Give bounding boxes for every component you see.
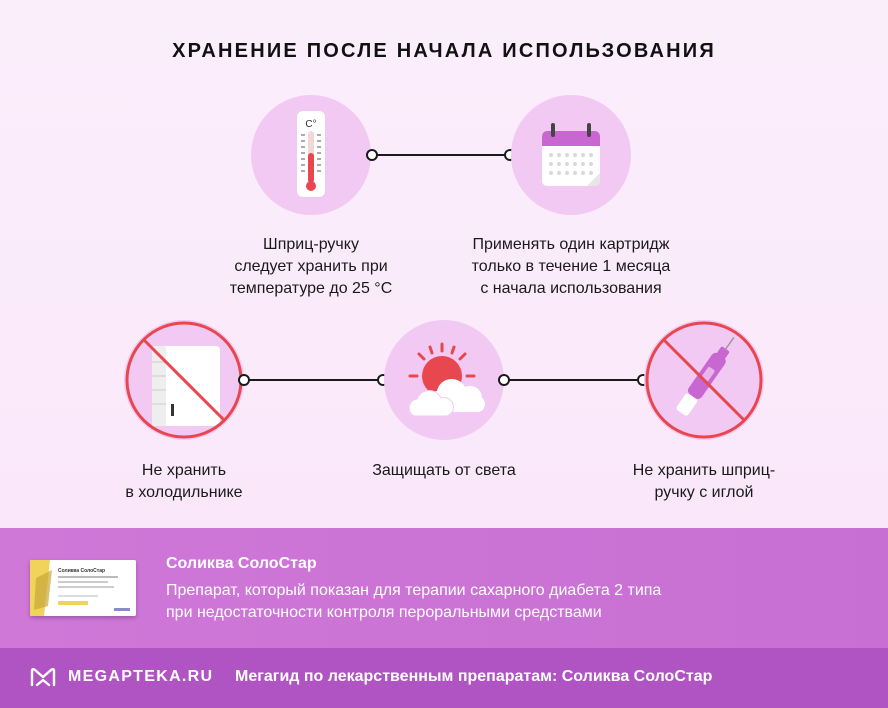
product-description-line: при недостаточности контроля пероральным… bbox=[166, 604, 602, 621]
caption-line: Не хранить bbox=[141, 462, 227, 479]
megapteka-logo-icon bbox=[30, 668, 56, 687]
connector-top bbox=[366, 149, 516, 161]
caption-line: ручку с иглой bbox=[654, 484, 754, 501]
sun-cloud-icon bbox=[408, 342, 486, 417]
product-band bbox=[0, 528, 888, 648]
caption-storage-temperature: Шприц-ручку следует хранить при температ… bbox=[186, 234, 436, 300]
footer-tagline: Мегагид по лекарственным препаратам: Сол… bbox=[235, 668, 713, 685]
product-box-image: Соликва СолоСтар bbox=[30, 560, 136, 616]
product-box-label: Соликва СолоСтар bbox=[58, 568, 105, 574]
caption-no-refrigerator: Не хранить в холодильнике bbox=[94, 460, 274, 504]
caption-protect-light: Защищать от света bbox=[344, 460, 544, 482]
connector-bottom-left bbox=[238, 374, 389, 386]
caption-line: Применять один картридж bbox=[472, 236, 670, 253]
thermometer-unit-label: C° bbox=[305, 119, 316, 130]
page-title: ХРАНЕНИЕ ПОСЛЕ НАЧАЛА ИСПОЛЬЗОВАНИЯ bbox=[172, 40, 716, 62]
product-name: Соликва СолоСтар bbox=[166, 555, 317, 572]
thermometer-icon: C° bbox=[297, 111, 325, 197]
caption-no-pen-needle: Не хранить шприц- ручку с иглой bbox=[604, 460, 804, 504]
connector-bottom-right bbox=[498, 374, 649, 386]
caption-line: Защищать от света bbox=[372, 462, 516, 479]
calendar-circle bbox=[511, 95, 631, 215]
calendar-icon bbox=[542, 123, 600, 186]
caption-line: в холодильнике bbox=[125, 484, 243, 501]
caption-cartridge-month: Применять один картридж только в течение… bbox=[431, 234, 711, 300]
caption-line: температуре до 25 °C bbox=[229, 280, 393, 297]
product-box-graphic: Соликва СолоСтар bbox=[30, 560, 136, 616]
caption-line: с начала использования bbox=[480, 280, 662, 297]
footer-logo-text[interactable]: MEGAPTEKA.RU bbox=[68, 668, 214, 685]
caption-line: следует хранить при bbox=[234, 258, 388, 275]
thermometer-circle: C° bbox=[251, 95, 371, 215]
caption-line: Шприц-ручку bbox=[263, 236, 359, 253]
no-refrigerator-icon bbox=[125, 321, 243, 439]
product-description: Препарат, который показан для терапии са… bbox=[166, 580, 866, 624]
product-description-line: Препарат, который показан для терапии са… bbox=[166, 582, 662, 599]
no-pen-circle bbox=[644, 320, 764, 440]
sun-cloud-circle bbox=[384, 320, 504, 440]
no-pen-with-needle-icon bbox=[645, 321, 763, 439]
caption-line: Не хранить шприц- bbox=[632, 462, 776, 479]
caption-line: только в течение 1 месяца bbox=[471, 258, 671, 275]
no-refrigerator-circle bbox=[124, 320, 244, 440]
footer bbox=[0, 648, 888, 708]
